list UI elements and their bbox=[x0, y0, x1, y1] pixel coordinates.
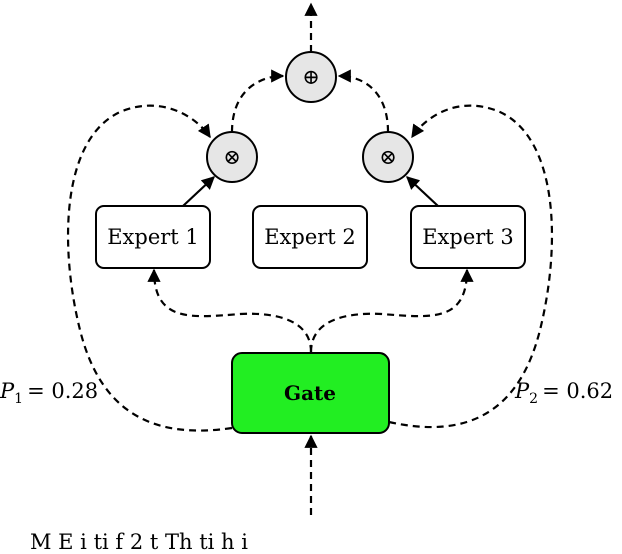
gate-to-expert3-route bbox=[309, 268, 474, 353]
prob-1-var: P bbox=[0, 379, 15, 403]
prob-label-2: P2= 0.62 bbox=[514, 379, 613, 407]
prob-1-value: = 0.28 bbox=[27, 379, 98, 403]
right-to-sum-arrow bbox=[337, 69, 390, 133]
sum-symbol: ⊕ bbox=[302, 65, 320, 89]
expert-2-box: Expert 2 bbox=[252, 205, 368, 269]
multiply-symbol-right: ⊗ bbox=[379, 145, 397, 169]
sum-node: ⊕ bbox=[285, 51, 337, 103]
multiply-node-right: ⊗ bbox=[362, 131, 414, 183]
multiply-node-left: ⊗ bbox=[206, 131, 258, 183]
right-prob-loop bbox=[388, 104, 554, 429]
expert-3-label: Expert 3 bbox=[422, 225, 514, 249]
expert-3-box: Expert 3 bbox=[410, 205, 526, 269]
expert-1-box: Expert 1 bbox=[95, 205, 211, 269]
prob-1-sub: 1 bbox=[14, 391, 23, 407]
left-to-sum-arrow bbox=[230, 69, 285, 133]
gate-box: Gate bbox=[231, 352, 390, 434]
multiply-symbol-left: ⊗ bbox=[223, 145, 241, 169]
left-prob-loop bbox=[66, 104, 233, 432]
figure-caption: M E i ti f 2 t Th ti h i bbox=[30, 530, 248, 554]
expert1-to-mult-arrow bbox=[182, 176, 215, 207]
gate-label: Gate bbox=[284, 381, 336, 405]
prob-2-var: P bbox=[514, 379, 530, 403]
expert-1-label: Expert 1 bbox=[107, 225, 199, 249]
expert-2-label: Expert 2 bbox=[264, 225, 356, 249]
expert3-to-mult-arrow bbox=[406, 176, 439, 207]
prob-2-value: = 0.62 bbox=[542, 379, 613, 403]
prob-2-sub: 2 bbox=[529, 391, 538, 407]
prob-label-1: P1= 0.28 bbox=[0, 379, 98, 407]
gate-to-expert1-route bbox=[147, 268, 313, 353]
